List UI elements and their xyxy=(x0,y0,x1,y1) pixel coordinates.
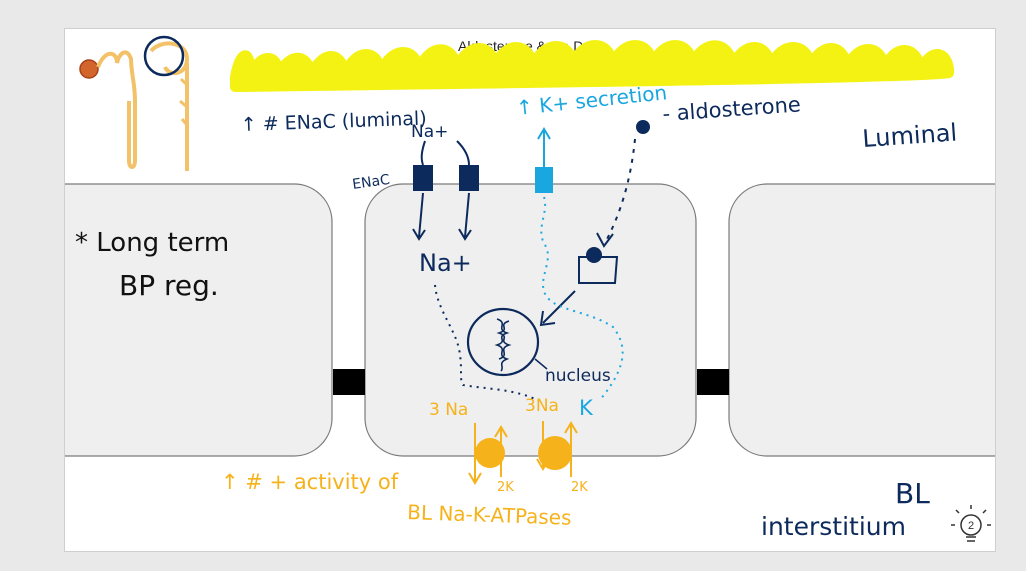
romk-channel xyxy=(535,167,553,193)
nucleus-label: nucleus xyxy=(545,366,611,386)
increase-activity-label: ↑ # + activity of xyxy=(221,470,399,494)
na-cell-label: Na+ xyxy=(419,249,472,277)
na-k-atpase-1 xyxy=(475,438,505,468)
luminal-label: Luminal xyxy=(861,118,958,153)
tight-junction-right xyxy=(697,369,729,395)
right-cell xyxy=(728,183,995,457)
pump-2-arrows xyxy=(536,421,578,477)
aldosterone-label: - aldosterone xyxy=(662,92,802,126)
bl-label: BL xyxy=(895,477,930,510)
luminal-highlight-stroke xyxy=(230,40,954,92)
lightbulb-icon: 2 xyxy=(951,505,991,542)
receptor-to-nucleus-arrow xyxy=(539,290,576,327)
na-arrow-2 xyxy=(456,140,472,241)
na-top-label: Na+ xyxy=(411,122,448,142)
atpase-label: BL Na-K-ATPases xyxy=(407,500,572,530)
bp-reg-label: BP reg. xyxy=(119,269,219,302)
dct-diagram: 2 ↑ # ENaC (luminal) Na+ ENaC ↑ K+ secre… xyxy=(65,35,995,542)
left-cell xyxy=(65,183,333,457)
pump-1-arrows xyxy=(468,423,508,485)
slide-canvas: Aldosterone & the DCT xyxy=(64,28,996,552)
k-cell-label: K xyxy=(579,396,594,420)
na3-right-label: 3Na xyxy=(525,396,559,416)
enac-increase-label: ↑ # ENaC (luminal) xyxy=(240,108,427,136)
interstitium-label: interstitium xyxy=(761,512,906,541)
tight-junction-left xyxy=(333,369,365,395)
na3-left-label: 3 Na xyxy=(429,400,468,420)
nephron-icon xyxy=(79,35,190,171)
k-secretion-arrow xyxy=(537,127,551,167)
aldosterone-path xyxy=(604,138,636,244)
page-number: 2 xyxy=(968,520,974,532)
enac-label: ENaC xyxy=(351,172,391,193)
aldosterone-molecule xyxy=(636,120,650,134)
mineralocorticoid-receptor xyxy=(578,247,619,284)
na-arrow-1 xyxy=(412,140,426,241)
long-term-label: * Long term xyxy=(75,228,229,258)
nucleus xyxy=(466,307,548,377)
na-dotted-path xyxy=(434,284,540,402)
k2-right-label: 2K xyxy=(571,480,588,495)
k2-left-label: 2K xyxy=(497,480,514,495)
